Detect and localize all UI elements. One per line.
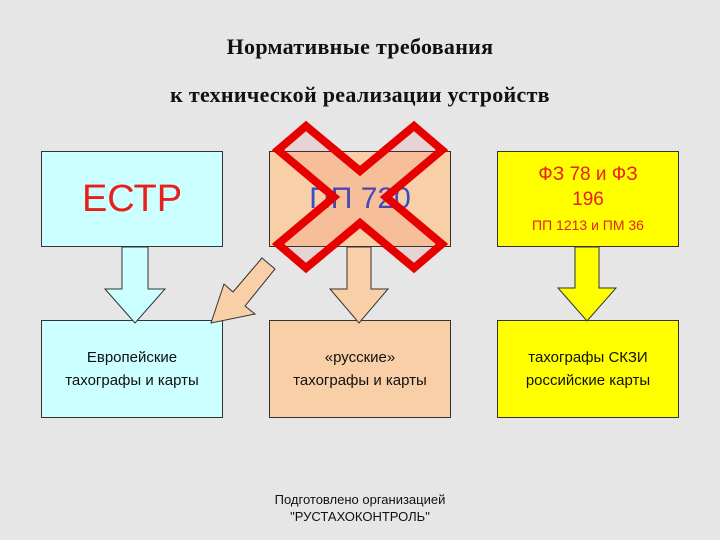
european-tachographs-box: Европейские тахографы и карты	[41, 320, 223, 418]
page-title: Нормативные требования	[226, 34, 494, 59]
fz-line3: ПП 1213 и ПМ 36	[532, 217, 644, 233]
page-subtitle: к технической реализации устройств	[170, 82, 550, 107]
fz-line1: ФЗ 78 и ФЗ	[538, 164, 638, 185]
arrow-pp720-to-russian	[328, 246, 390, 324]
footer-credit: Подготовлено организацией "РУСТАХОКОНТРО…	[0, 491, 720, 525]
fz-line2: 196	[572, 189, 604, 210]
arrow-estr-to-european	[103, 246, 167, 324]
european-line1: Европейские	[86, 349, 178, 366]
arrow-pp720-to-european	[210, 257, 276, 324]
skzi-tachographs-box: тахографы СКЗИ российские карты	[497, 320, 679, 418]
skzi-line2: российские карты	[525, 372, 651, 389]
estr-box: ЕСТР	[41, 151, 223, 247]
footer-line2: "РУСТАХОКОНТРОЛЬ"	[290, 509, 430, 524]
estr-label: ЕСТР	[81, 177, 183, 220]
european-line2: тахографы и карты	[65, 372, 199, 389]
skzi-line1: тахографы СКЗИ	[528, 349, 648, 366]
russian-line2: тахографы и карты	[293, 372, 427, 389]
russian-line1: «русские»	[324, 349, 396, 366]
arrow-fz-to-skzi	[556, 246, 618, 322]
footer-line1: Подготовлено организацией	[274, 492, 446, 507]
cross-icon	[271, 120, 449, 274]
